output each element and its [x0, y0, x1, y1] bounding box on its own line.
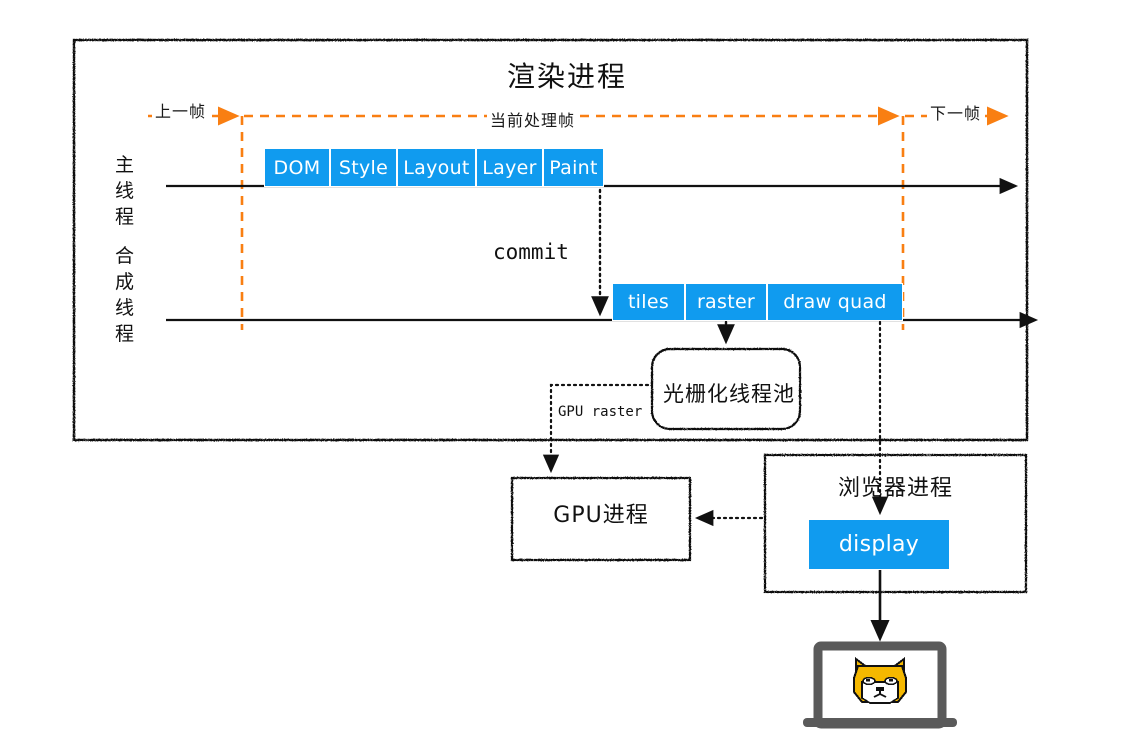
- lane-label-main-thread: 主线程: [114, 154, 135, 228]
- step-raster[interactable]: raster: [685, 283, 767, 321]
- step-draw-quad[interactable]: draw quad: [767, 283, 903, 321]
- step-style[interactable]: Style: [330, 148, 397, 187]
- browser-process-title: 浏览器进程: [837, 476, 953, 501]
- step-dom[interactable]: DOM: [264, 148, 330, 187]
- step-layout[interactable]: Layout: [397, 148, 476, 187]
- raster-thread-pool-box: [650, 347, 802, 431]
- prev-frame-label: 上一帧: [152, 98, 210, 122]
- step-tiles[interactable]: tiles: [612, 283, 685, 321]
- frame-boundaries: [240, 116, 905, 330]
- gpu-process-title: GPU进程: [553, 503, 649, 528]
- shiba-face-icon: [853, 657, 907, 704]
- step-layer[interactable]: Layer: [476, 148, 543, 187]
- display-box[interactable]: display: [808, 519, 950, 570]
- step-paint[interactable]: Paint: [543, 148, 604, 187]
- laptop-icon: [803, 641, 957, 729]
- browser-process-box: [763, 453, 1028, 594]
- gpu-process-box: [510, 476, 692, 562]
- commit-label: commit: [493, 240, 569, 264]
- gpu-raster-label: GPU raster: [556, 404, 645, 420]
- renderer-process-title: 渲染进程: [507, 60, 628, 93]
- raster-thread-pool-label: 光栅化线程池: [663, 382, 795, 406]
- current-frame-label: 当前处理帧: [487, 107, 579, 131]
- gpu-raster-path: [542, 383, 650, 474]
- next-frame-label: 下一帧: [927, 100, 985, 124]
- lane-label-compositor-thread: 合成线程: [114, 245, 135, 345]
